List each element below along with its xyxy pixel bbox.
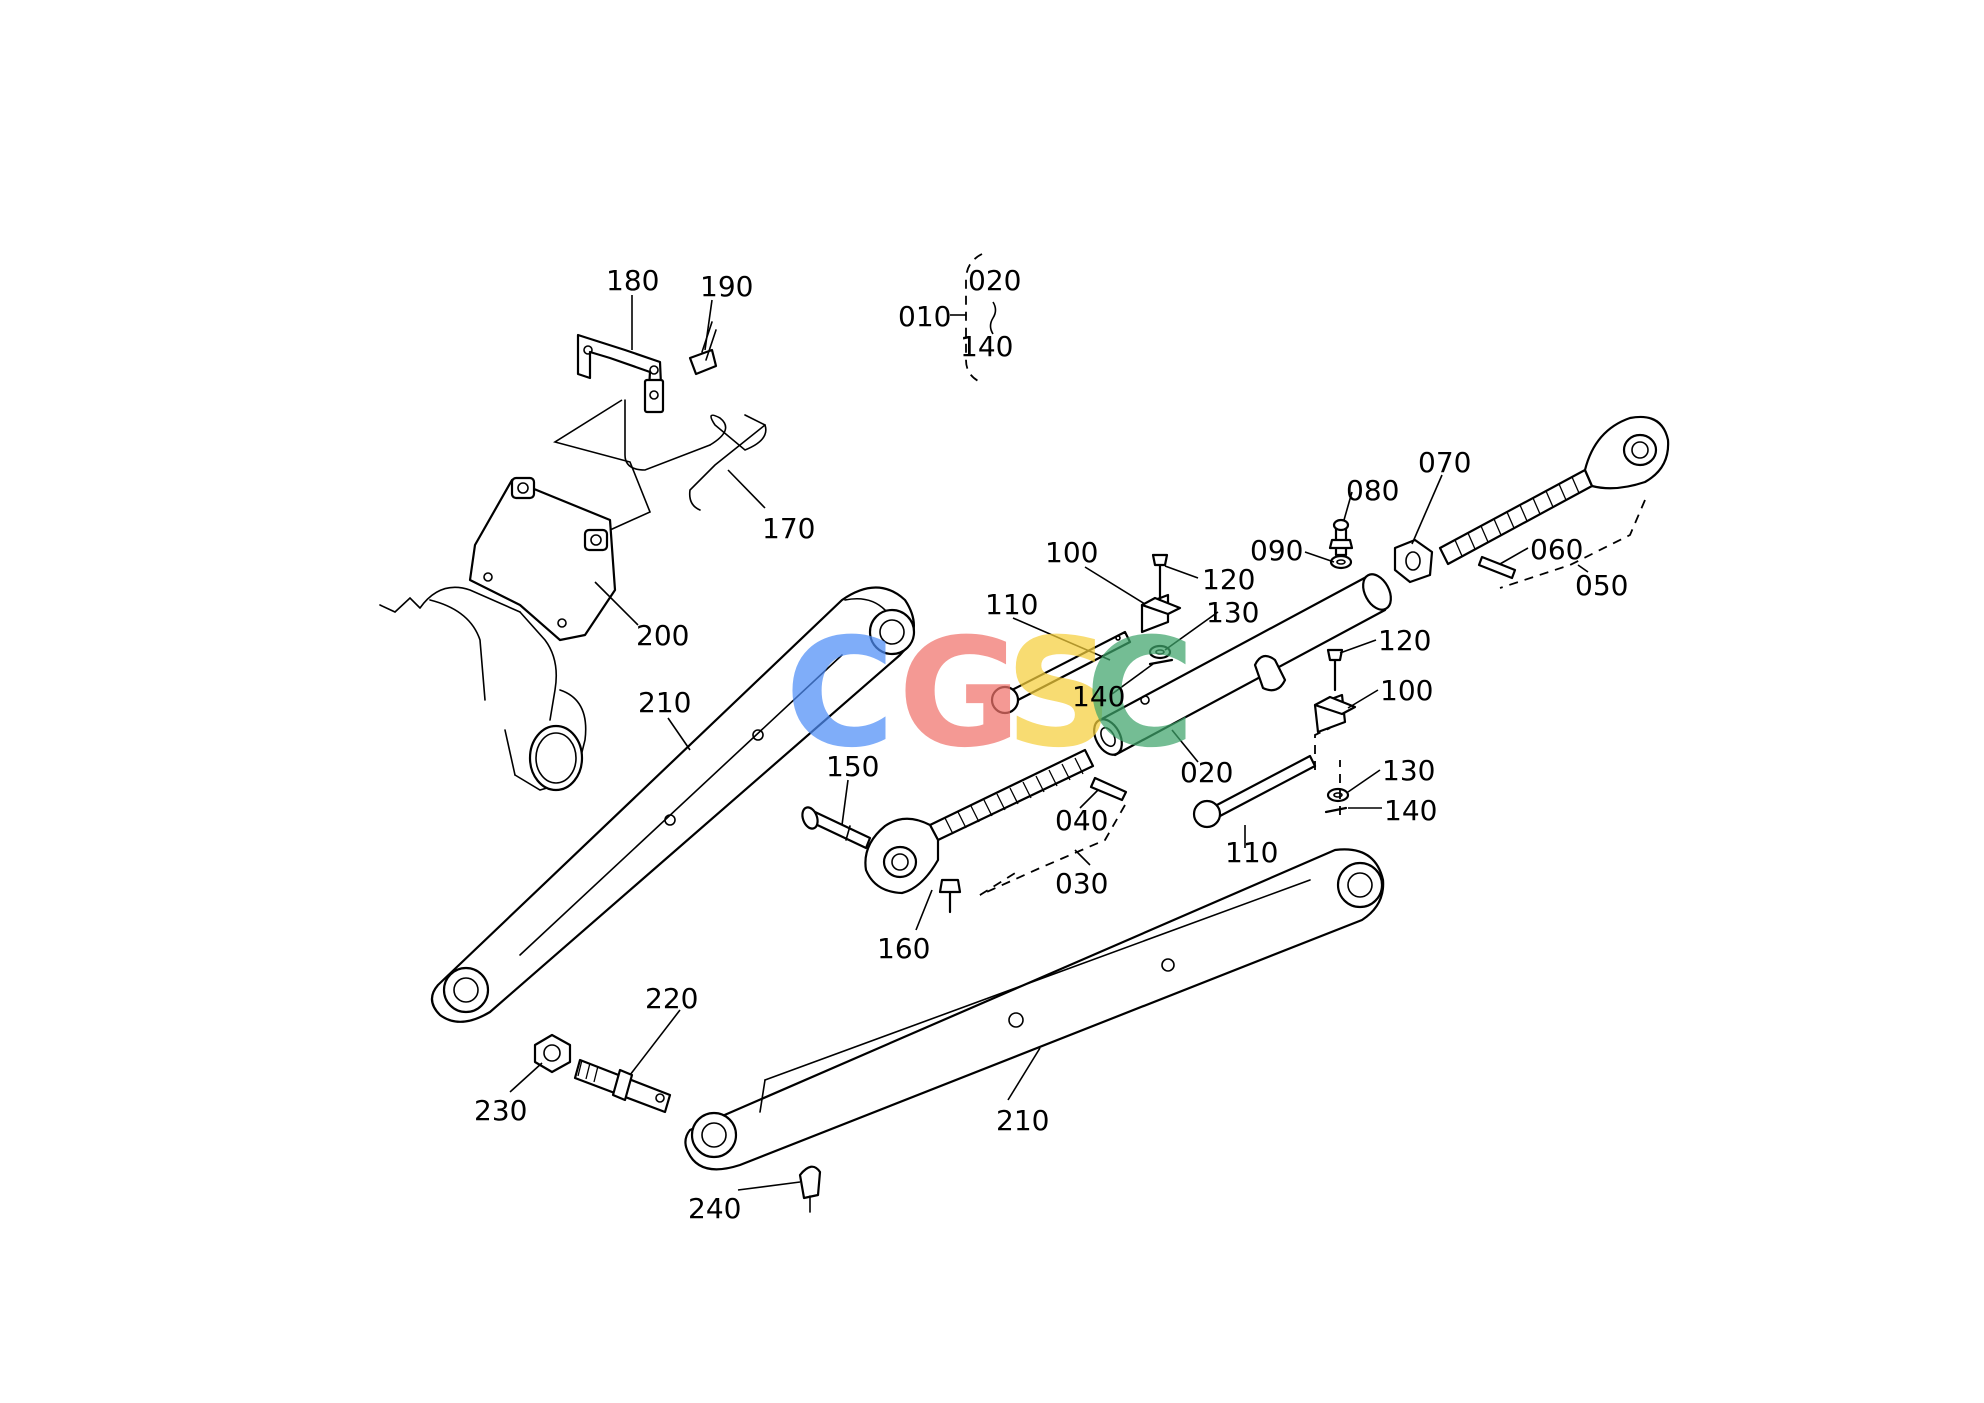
mounting-bracket-200 xyxy=(468,476,617,642)
clevis-100-lower xyxy=(1313,693,1357,734)
bolt-160 xyxy=(938,878,962,914)
callout-140-lower: 140 xyxy=(1384,794,1437,827)
callout-110-lower: 110 xyxy=(1225,836,1278,869)
turnbuckle-body-020 xyxy=(1093,573,1392,757)
callout-190: 190 xyxy=(700,270,753,303)
callout-020-range-start: 020 xyxy=(968,264,1021,297)
leader-lines xyxy=(509,295,1589,1191)
callout-120-lower: 120 xyxy=(1378,624,1431,657)
assembly-range-label: 010 020 140 xyxy=(898,264,1021,363)
callout-210-upper: 210 xyxy=(638,686,691,719)
callout-010: 010 xyxy=(898,300,951,333)
washer-130-lower xyxy=(1326,787,1350,803)
callout-080: 080 xyxy=(1346,474,1399,507)
watermark-letter-g: G xyxy=(898,607,1021,781)
group-bracket-010 xyxy=(950,253,997,383)
callout-040: 040 xyxy=(1055,804,1108,837)
spring-pin-040 xyxy=(1089,776,1128,802)
callout-100-lower: 100 xyxy=(1380,674,1433,707)
assembly-guide-lines xyxy=(553,399,652,531)
cgsc-watermark: C G S C xyxy=(785,607,1195,781)
spring-pin-060 xyxy=(1477,555,1517,580)
watermark-letter-c1: C xyxy=(785,607,895,781)
callout-180: 180 xyxy=(606,264,659,297)
group-bracket-050 xyxy=(1499,499,1646,589)
callout-140-upper: 140 xyxy=(1072,680,1125,713)
spring-pin-170 xyxy=(624,399,767,511)
threaded-rod-050 xyxy=(1438,415,1670,566)
group-bracket-lower-clevis xyxy=(1314,727,1341,815)
callout-170: 170 xyxy=(762,512,815,545)
callout-240: 240 xyxy=(688,1192,741,1225)
tractor-frame xyxy=(379,586,587,792)
split-pin-140-lower xyxy=(1324,806,1348,814)
callout-230: 230 xyxy=(474,1094,527,1127)
support-bracket-180 xyxy=(576,333,665,414)
lift-arm-upper-210 xyxy=(430,586,916,1023)
pin-150 xyxy=(801,806,872,850)
callout-160: 160 xyxy=(877,932,930,965)
callout-130-upper: 130 xyxy=(1206,596,1259,629)
callout-100-upper: 100 xyxy=(1045,536,1098,569)
lynch-pin-240 xyxy=(798,1165,822,1213)
callout-200: 200 xyxy=(636,619,689,652)
callout-050: 050 xyxy=(1575,569,1628,602)
nut-230 xyxy=(533,1033,572,1074)
bolt-120-lower xyxy=(1326,648,1344,692)
bolt-120-upper xyxy=(1151,553,1169,602)
split-pin-140-upper xyxy=(1148,658,1174,666)
lift-arm-lower-210 xyxy=(684,848,1385,1171)
bolt-190 xyxy=(688,321,718,376)
callout-120-upper: 120 xyxy=(1202,563,1255,596)
washer-130-upper xyxy=(1148,644,1172,660)
pivot-pin-220 xyxy=(573,1058,672,1114)
callout-060: 060 xyxy=(1530,533,1583,566)
callout-220: 220 xyxy=(645,982,698,1015)
washer-090 xyxy=(1329,554,1353,570)
callout-030: 030 xyxy=(1055,867,1108,900)
lock-nut-070 xyxy=(1393,538,1434,584)
callout-210-lower: 210 xyxy=(996,1104,1049,1137)
callouts: 180 190 170 200 210 100 120 130 110 140 … xyxy=(474,264,1628,1225)
watermark-letter-c2: C xyxy=(1085,607,1195,781)
watermark-letter-s: S xyxy=(1005,607,1113,781)
threaded-rod-030 xyxy=(864,748,1095,895)
callout-130-lower: 130 xyxy=(1382,754,1435,787)
callout-090: 090 xyxy=(1250,534,1303,567)
callout-110-upper: 110 xyxy=(985,588,1038,621)
callout-140-range-end: 140 xyxy=(960,330,1013,363)
callout-020: 020 xyxy=(1180,756,1233,789)
group-bracket-030 xyxy=(979,804,1126,896)
callout-070: 070 xyxy=(1418,446,1471,479)
callout-150: 150 xyxy=(826,750,879,783)
grease-nipple-080 xyxy=(1328,518,1354,557)
clevis-pin-110-upper xyxy=(990,630,1132,715)
